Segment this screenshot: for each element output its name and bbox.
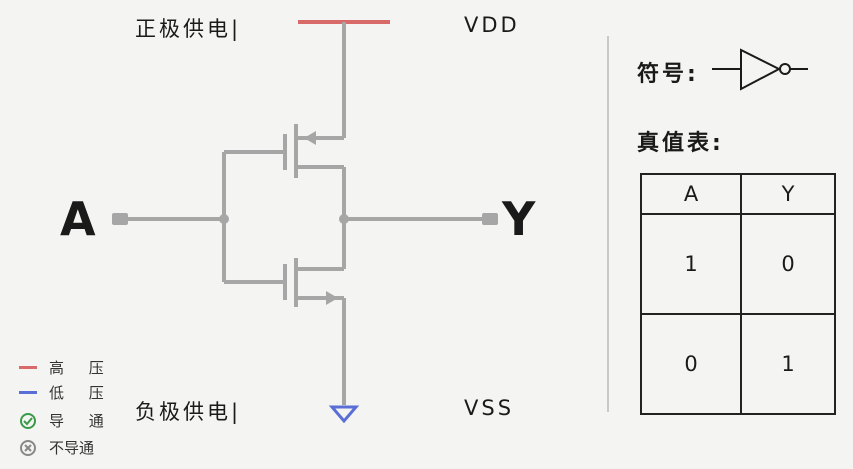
- panel-divider: [607, 36, 609, 412]
- input-label: A: [60, 192, 96, 246]
- output-label: Y: [502, 192, 536, 246]
- symbol-label: 符号:: [637, 62, 699, 87]
- truth-table-label: 真值表:: [637, 131, 724, 156]
- inverter-symbol-icon: [712, 48, 808, 91]
- cell-a: 0: [639, 313, 743, 415]
- low-voltage-swatch: [19, 391, 37, 394]
- input-terminal: [112, 213, 128, 225]
- vdd-label: VDD: [464, 13, 520, 37]
- output-terminal: [482, 213, 498, 225]
- truth-table: A Y 1 0 0 1: [639, 173, 836, 415]
- cell-y: 1: [740, 313, 836, 415]
- legend-low-voltage: 低 压: [19, 382, 114, 403]
- legend-conducting: 导 通: [19, 410, 114, 431]
- header-y: Y: [740, 173, 836, 215]
- cell-a: 1: [639, 213, 743, 315]
- legend-label: 不导通: [49, 439, 95, 457]
- legend-non-conducting: 不导通: [19, 437, 94, 458]
- table-row: 1 0: [639, 213, 836, 315]
- legend-label: 低 压: [49, 384, 114, 402]
- negative-supply-label: 负极供电|: [135, 400, 242, 424]
- input-junction: [219, 214, 229, 224]
- table-row: 0 1: [639, 313, 836, 415]
- positive-supply-label: 正极供电|: [135, 17, 242, 41]
- pmos-transistor: [224, 124, 344, 178]
- truth-table-header-row: A Y: [639, 173, 836, 215]
- legend-label: 高 压: [49, 359, 114, 377]
- cell-y: 0: [740, 213, 836, 315]
- cross-circle-icon: [20, 439, 36, 456]
- legend-label: 导 通: [49, 412, 114, 430]
- ground-icon: [328, 405, 360, 424]
- nmos-transistor: [224, 258, 344, 307]
- high-voltage-swatch: [19, 366, 37, 369]
- legend-high-voltage: 高 压: [19, 357, 114, 378]
- header-a: A: [639, 173, 743, 215]
- check-circle-icon: [20, 412, 36, 429]
- vss-label: VSS: [464, 396, 515, 420]
- output-junction: [339, 214, 349, 224]
